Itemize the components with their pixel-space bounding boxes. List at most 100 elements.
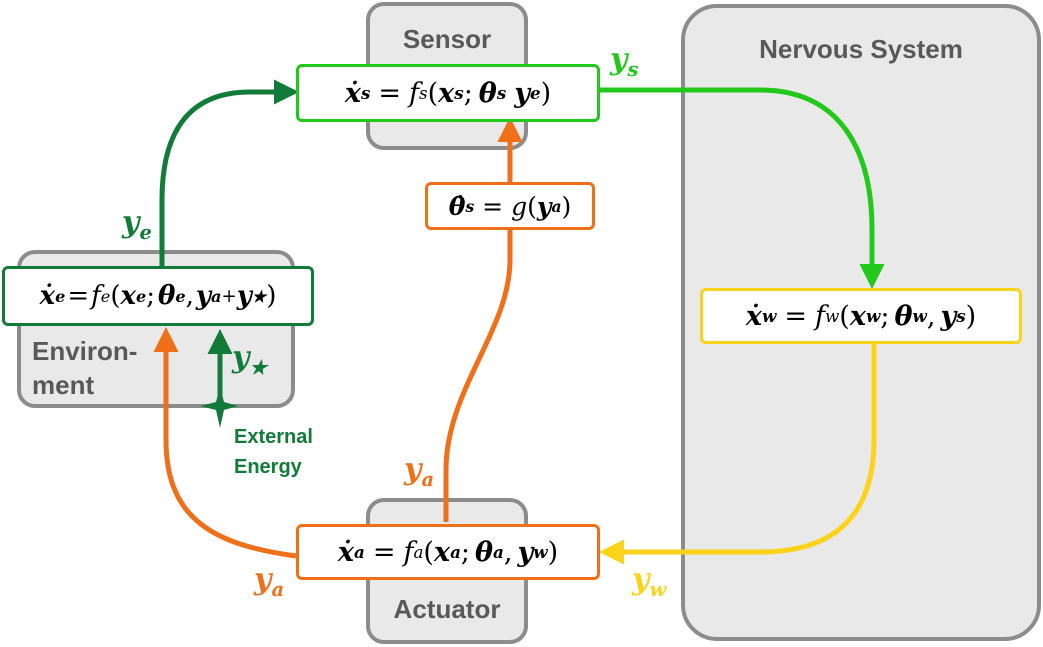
actuator-eq-sep2: , [503,536,513,568]
ys-arrow [600,87,885,289]
nervous-eq-arg3: y [940,300,957,332]
sensor-eq-sep1: ; [463,77,473,109]
actuator-eq-arg3-sub: w [533,542,548,562]
sensor-eq-arg3-sub: e [529,83,541,103]
nervous-eq-open: ( [839,300,850,332]
environment-label: Environ- ment [32,334,137,402]
signal-ys-sub: s [627,57,639,81]
env-eq-lhs: ẋ [39,281,56,311]
nervous-eq-function-sub: w [824,306,840,326]
nervous-eq-sep1: ; [880,300,890,332]
yw-arrow [599,344,877,565]
env-eq-lhs-sub: e [55,286,66,306]
ya-env-arrow [153,327,297,559]
ya-theta-arrow [443,230,513,522]
theta-eq-close: ) [561,191,572,221]
actuator-eq-lhs-sub: a [353,542,365,562]
nervous-eq-close: ) [965,300,977,332]
signal-ya-upper: ya [404,452,434,491]
environment-label-line2: ment [32,370,95,400]
env-eq-sep1: ; [146,281,156,311]
sensor-eq-arg2: θ [478,77,497,109]
environment-label-line1: Environ- [32,336,138,366]
sensor-eq-lhs-sub: s [360,83,371,103]
nervous-eq-arg3-sub: s [956,306,966,326]
sensor-eq-open: ( [427,77,439,109]
actuator-eq-function: f [403,536,414,568]
actuator-eq-arg2: θ [475,536,494,568]
env-eq-function: f [91,281,101,311]
theta-eq-arg1: y [536,191,552,221]
theta-eq-equals: = [482,191,504,221]
sensor-eq-arg2-sub: s [496,83,507,103]
sensor-eq-arg1-sub: s [454,83,464,103]
nervous-eq-lhs: ẋ [745,300,762,332]
nervous-eq-arg1: x [849,300,866,332]
signal-ye: ye [122,205,152,244]
actuator-eq-arg3: y [517,536,534,568]
env-eq-arg4-sub: ★ [251,286,267,306]
env-eq-sep2: , [185,281,194,311]
external-energy-star-icon [200,386,238,428]
env-eq-equals: = [67,281,90,311]
sensor-label: Sensor [402,24,492,54]
env-eq-plus: + [221,285,237,307]
env-eq-arg4: y [236,281,252,311]
actuator-eq-arg1-sub: a [450,542,461,562]
nervous-eq-sep2: , [926,300,936,332]
sensor-eq-lhs: ẋ [344,77,361,109]
nervous-eq-function: f [814,300,825,332]
actuator-eq-function-sub: a [413,542,424,562]
theta-eq-lhs-sub: s [465,196,475,216]
signal-yw-sub: w [649,577,667,601]
signal-ya-upper-base: y [404,452,422,487]
sensor-eq-function: f [409,77,420,109]
actuator-eq-arg2-sub: a [493,542,504,562]
env-eq-arg1: x [120,281,136,311]
signal-ya-lower: ya [254,562,284,601]
signal-ystar-base: y [232,340,250,375]
nervous-eq-lhs-sub: w [761,306,777,326]
signal-ys: ys [610,42,638,81]
signal-ystar: y★ [232,340,267,379]
env-eq-arg3-sub: a [210,286,222,306]
external-energy-label: External Energy [234,422,313,482]
sensor-eq-arg1: x [438,77,455,109]
actuator-eq-lhs: ẋ [337,536,354,568]
sensor-eq-close: ) [540,77,552,109]
nervous-eq-arg1-sub: w [865,306,881,326]
actuator-eq-arg1: x [433,536,451,568]
theta-eq-function: g [511,191,528,221]
actuator-eq-equals: = [372,536,396,568]
nervous-system-label: Nervous System [759,34,963,64]
nervous-eq-arg2-sub: w [912,306,927,326]
env-eq-function-sub: e [100,286,111,306]
env-eq-arg1-sub: e [136,286,147,306]
signal-ya-lower-sub: a [271,577,285,601]
nervous-eq-arg2: θ [894,300,913,332]
external-energy-line2: Energy [234,456,302,478]
env-eq-arg3: y [195,281,211,311]
env-eq-open: ( [110,281,121,311]
actuator-eq-close: ) [547,536,559,568]
signal-yw-base: y [632,562,650,597]
nervous-eq-equals: = [784,300,807,332]
actuator-eq-open: ( [423,536,434,568]
env-eq-close: ) [266,281,277,311]
external-energy-line1: External [234,426,313,448]
sensor-eq-arg3: y [514,77,530,109]
sensor-eq-function-sub: s [419,83,428,103]
ye-arrow [159,79,299,266]
signal-ye-base: y [122,205,140,240]
signal-ys-base: y [610,42,628,77]
signal-ya-lower-base: y [254,562,272,597]
theta-eq-lhs: θ̇ [448,191,466,221]
signal-yw: yw [632,562,666,601]
signal-ya-upper-sub: a [421,467,435,491]
